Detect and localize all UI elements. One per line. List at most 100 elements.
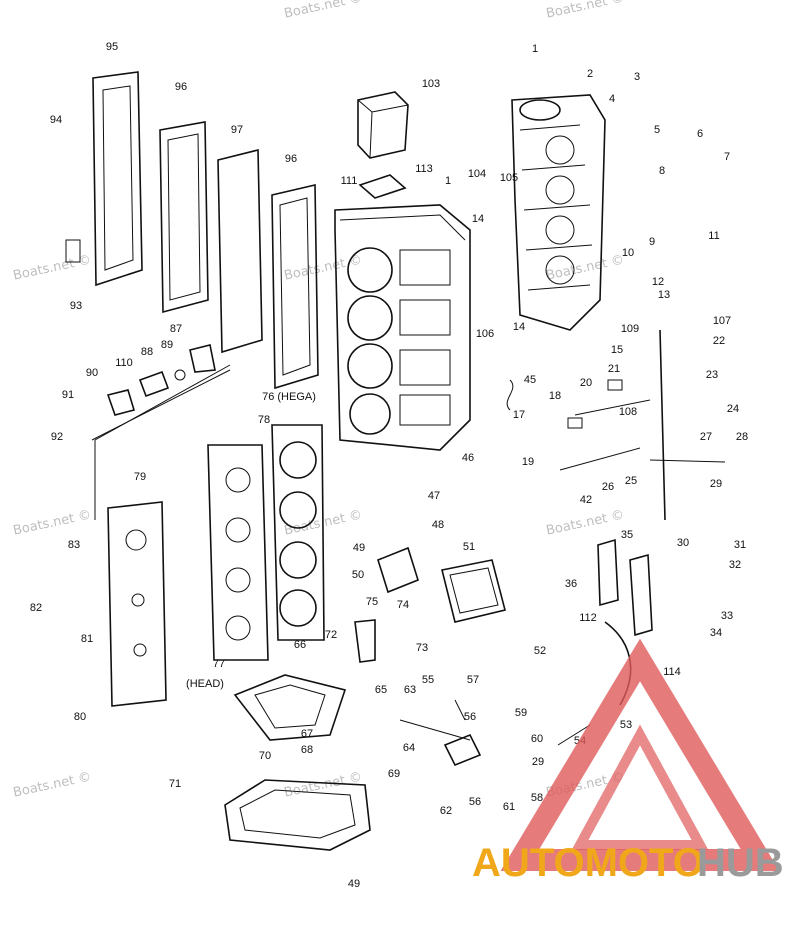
- part-number-label: 56: [464, 711, 476, 723]
- part-number-label: 70: [259, 750, 271, 762]
- part-number-label: 52: [534, 645, 546, 657]
- part-number-label: 53: [620, 719, 632, 731]
- watermark-text: Boats.net ©: [545, 508, 626, 539]
- part-number-label: 92: [51, 431, 63, 443]
- part-number-label: 49: [353, 542, 365, 554]
- watermark-text: Boats.net ©: [545, 253, 626, 284]
- part-number-label: 61: [503, 801, 515, 813]
- part-number-label: 62: [440, 805, 452, 817]
- gasket-50: [377, 546, 419, 594]
- part-number-label: 74: [397, 599, 409, 611]
- part-number-label: 48: [432, 519, 444, 531]
- part-number-label: (HEAD): [186, 678, 224, 690]
- part-number-label: 78: [258, 414, 270, 426]
- adapter-plate-70: [224, 779, 371, 851]
- bracket-72: [354, 619, 376, 663]
- part-number-label: 57: [467, 674, 479, 686]
- bracket-lines: [94, 364, 591, 746]
- logo-inner-triangle-icon: [571, 724, 709, 850]
- part-number-label: 30: [677, 537, 689, 549]
- linkage-lower: [399, 699, 482, 767]
- part-number-label: 60: [531, 733, 543, 745]
- part-number-label: 68: [301, 744, 313, 756]
- part-number-label: 88: [141, 346, 153, 358]
- cylinder-block-upper: [511, 94, 606, 331]
- part-number-label: 56: [469, 796, 481, 808]
- part-number-label: 107: [713, 315, 731, 327]
- part-number-label: 95: [106, 41, 118, 53]
- part-number-label: 2: [587, 68, 593, 80]
- part-number-label: 5: [654, 124, 660, 136]
- watermark-text: Boats.net ©: [283, 0, 364, 22]
- part-number-label: 9: [649, 236, 655, 248]
- part-number-label: 63: [404, 684, 416, 696]
- part-number-label: 69: [388, 768, 400, 780]
- part-number-label: 23: [706, 369, 718, 381]
- part-number-label: 42: [580, 494, 592, 506]
- part-number-label: 67: [301, 728, 313, 740]
- watermark-text: Boats.net ©: [545, 0, 626, 22]
- part-number-label: 79: [134, 471, 146, 483]
- exhaust-adapter-66: [233, 674, 347, 741]
- part-number-label: 73: [416, 642, 428, 654]
- part-number-label: 59: [515, 707, 527, 719]
- part-number-label: 20: [580, 377, 592, 389]
- part-number-label: 104: [468, 168, 486, 180]
- brand-name-part1: AUTOMOTO: [472, 841, 704, 885]
- part-number-label: 29: [710, 478, 722, 490]
- cylinder-head-77: [207, 444, 269, 661]
- watermark-text: Boats.net ©: [12, 508, 93, 539]
- box-103: [357, 91, 409, 159]
- part-number-label: 1: [445, 175, 451, 187]
- part-number-label: 14: [472, 213, 484, 225]
- part-number-label: 80: [74, 711, 86, 723]
- part-number-label: 96: [175, 81, 187, 93]
- part-number-label: 47: [428, 490, 440, 502]
- automotohub-logo: AUTOMOTO HUB: [472, 638, 784, 885]
- part-number-label: 25: [625, 475, 637, 487]
- part-number-label: 27: [700, 431, 712, 443]
- logo-triangle-icon: [500, 638, 780, 871]
- brand-name-part2: HUB: [697, 841, 784, 885]
- part-number-label: 35: [621, 529, 633, 541]
- part-number-label: 45: [524, 374, 536, 386]
- part-number-label: 34: [710, 627, 722, 639]
- part-number-label: 96: [285, 153, 297, 165]
- part-number-label: 18: [549, 390, 561, 402]
- part-number-label: 7: [724, 151, 730, 163]
- cover-plate-79: [107, 501, 167, 707]
- part-number-label: 105: [500, 172, 518, 184]
- part-number-label: 72: [325, 629, 337, 641]
- part-number-label: 10: [622, 247, 634, 259]
- part-number-label: 111: [341, 175, 358, 187]
- part-number-label: 103: [422, 78, 440, 90]
- part-number-label: 50: [352, 569, 364, 581]
- bracket-35-36: [597, 538, 653, 637]
- gasket-113: [358, 174, 407, 199]
- part-number-label: 29: [532, 756, 544, 768]
- part-number-label: 55: [422, 674, 434, 686]
- cover-51: [441, 559, 506, 623]
- part-number-label: 94: [50, 114, 62, 126]
- part-number-label: 12: [652, 276, 664, 288]
- part-number-label: 33: [721, 610, 733, 622]
- thermostat-assembly: [91, 344, 231, 441]
- part-number-label: 8: [659, 165, 665, 177]
- part-number-label: 31: [734, 539, 746, 551]
- part-number-label: 97: [231, 124, 243, 136]
- part-number-label: 77: [213, 658, 225, 670]
- part-number-label: 1: [532, 43, 538, 55]
- part-number-label: 90: [86, 367, 98, 379]
- part-number-label: 108: [619, 406, 637, 418]
- part-number-label: 83: [68, 539, 80, 551]
- part-number-label: 71: [169, 778, 181, 790]
- part-number-label: 46: [462, 452, 474, 464]
- part-number-label: 6: [697, 128, 703, 140]
- part-number-label: 93: [70, 300, 82, 312]
- part-number-label: 13: [658, 289, 670, 301]
- part-number-label: 36: [565, 578, 577, 590]
- part-number-label: 24: [727, 403, 739, 415]
